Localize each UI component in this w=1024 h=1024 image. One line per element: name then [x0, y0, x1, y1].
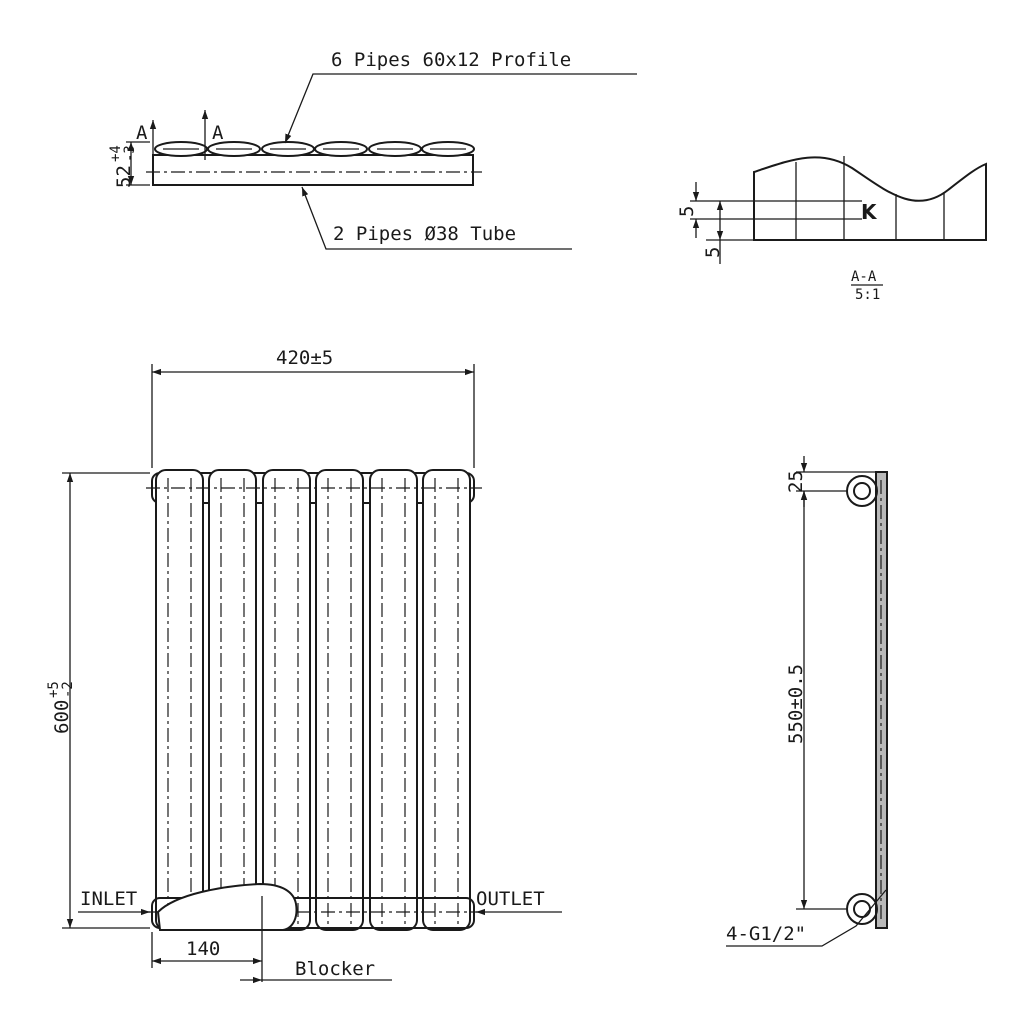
section-scale: 5:1 [855, 287, 880, 303]
profile-pipes-label: 6 Pipes 60x12 Profile [331, 49, 571, 71]
svg-text:5: 5 [702, 247, 724, 258]
svg-text:52: 52 [113, 165, 135, 188]
section-outline [753, 156, 987, 241]
bottom-header-tube [151, 897, 475, 929]
side-view: 25 550±0.5 4-G1/2" [726, 456, 888, 947]
offset-label: 140 [186, 938, 220, 960]
section-a-a: 5 5 K A-A 5:1 [676, 156, 987, 303]
section-dim-top: 5 [676, 206, 698, 217]
front-pipes [155, 469, 471, 931]
section-title: A-A [851, 269, 877, 285]
outlet-label: OUTLET [476, 888, 545, 910]
section-dim-bottom: 5 [702, 247, 724, 258]
top-view-profiles [154, 141, 475, 157]
svg-text:-2: -2 [60, 681, 76, 698]
svg-text:+5: +5 [46, 681, 62, 698]
connection-label: 4-G1/2" [726, 923, 806, 945]
top-offset-label: 25 [785, 470, 807, 493]
top-view: A A 52 +4 -3 6 Pipes 60x12 Profile 2 Pip… [108, 49, 637, 250]
svg-text:25: 25 [785, 470, 807, 493]
height-label: 600 +5 -2 [46, 681, 76, 734]
section-marker-k: K [861, 200, 878, 224]
inlet-label: INLET [80, 888, 137, 910]
depth-dimension-label: 52 +4 -3 [108, 145, 138, 188]
section-label-right: A [212, 122, 224, 144]
svg-text:5: 5 [676, 206, 698, 217]
top-view-body [152, 154, 474, 186]
section-label-left: A [136, 122, 148, 144]
width-label: 420±5 [276, 347, 333, 369]
svg-text:600: 600 [51, 700, 73, 734]
svg-text:+4: +4 [108, 145, 124, 162]
svg-text:550±0.5: 550±0.5 [785, 664, 807, 744]
tube-leader [301, 186, 572, 250]
connection-leader [726, 889, 887, 947]
tube-pipes-label: 2 Pipes Ø38 Tube [333, 223, 516, 245]
profile-leader [284, 73, 637, 144]
front-view: 420±5 600 +5 -2 INLET OUTLET 140 Blocker [46, 347, 562, 984]
blocker-label: Blocker [295, 958, 375, 980]
svg-text:-3: -3 [122, 145, 138, 162]
top-connection [846, 475, 878, 507]
centers-label: 550±0.5 [785, 664, 807, 744]
